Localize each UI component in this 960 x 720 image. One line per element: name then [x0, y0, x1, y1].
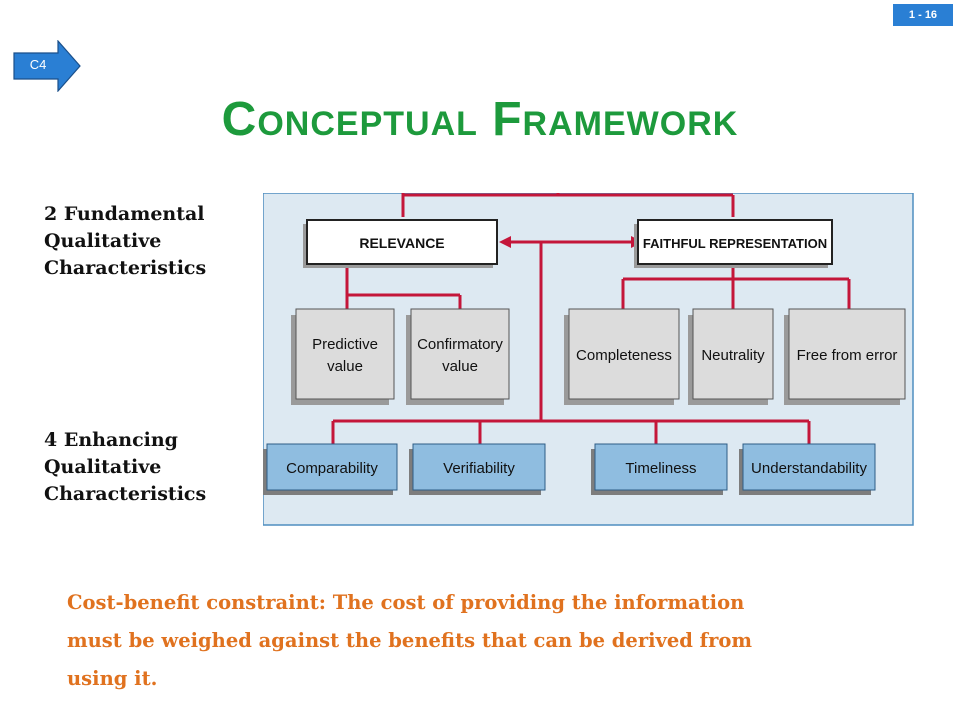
- predictive-value-label: value: [327, 358, 363, 375]
- page-title: Conceptual Framework: [221, 93, 739, 146]
- comparability-box: Comparability: [263, 443, 398, 495]
- note-line: using it.: [67, 667, 158, 690]
- confirmatory-value-label: value: [442, 358, 478, 375]
- cost-benefit-note: Cost-benefit constraint: The cost of pro…: [67, 584, 867, 698]
- predictive-value-box: Predictive value: [291, 308, 395, 405]
- understandability-box: Understandability: [739, 443, 876, 495]
- comparability-label: Comparability: [286, 460, 378, 477]
- c4-badge: C4: [29, 57, 47, 72]
- fundamental-label: 2 Fundamental Qualitative Characteristic…: [44, 201, 206, 282]
- completeness-label: Completeness: [576, 347, 672, 364]
- verifiability-label: Verifiability: [443, 460, 515, 477]
- relevance-box: RELEVANCE: [303, 219, 498, 268]
- note-line: Cost-benefit constraint: The cost of pro…: [67, 591, 745, 614]
- relevance-label: RELEVANCE: [359, 235, 444, 251]
- neutrality-box: Neutrality: [688, 308, 774, 405]
- c4-badge-arrow: [13, 40, 81, 92]
- free-from-error-box: Free from error: [784, 308, 906, 405]
- completeness-box: Completeness: [564, 308, 680, 405]
- enhancing-label-line: Qualitative: [44, 456, 162, 478]
- understandability-label: Understandability: [751, 460, 867, 477]
- faithful-representation-box: FAITHFUL REPRESENTATION: [634, 219, 833, 268]
- predictive-value-label: Predictive: [312, 336, 378, 353]
- confirmatory-value-label: Confirmatory: [417, 336, 503, 353]
- enhancing-label-line: Characteristics: [44, 483, 207, 505]
- fundamental-label-line: Characteristics: [44, 257, 207, 279]
- fundamental-label-line: Qualitative: [44, 230, 162, 252]
- qualitative-characteristics-diagram: RELEVANCE FAITHFUL REPRESENTATION Predic…: [263, 193, 914, 526]
- slide-number: 1 - 16: [893, 4, 953, 26]
- neutrality-label: Neutrality: [701, 347, 765, 364]
- enhancing-label: 4 Enhancing Qualitative Characteristics: [44, 427, 206, 508]
- note-line: must be weighed against the benefits tha…: [67, 629, 752, 652]
- timeliness-box: Timeliness: [591, 443, 728, 495]
- connector-lines: [331, 193, 851, 444]
- free-from-error-label: Free from error: [797, 347, 898, 364]
- timeliness-label: Timeliness: [625, 460, 696, 477]
- faithful-representation-label: FAITHFUL REPRESENTATION: [643, 236, 827, 251]
- confirmatory-value-box: Confirmatory value: [406, 308, 510, 405]
- enhancing-label-line: 4 Enhancing: [44, 429, 178, 451]
- verifiability-box: Verifiability: [409, 443, 546, 495]
- fundamental-label-line: 2 Fundamental: [44, 203, 205, 225]
